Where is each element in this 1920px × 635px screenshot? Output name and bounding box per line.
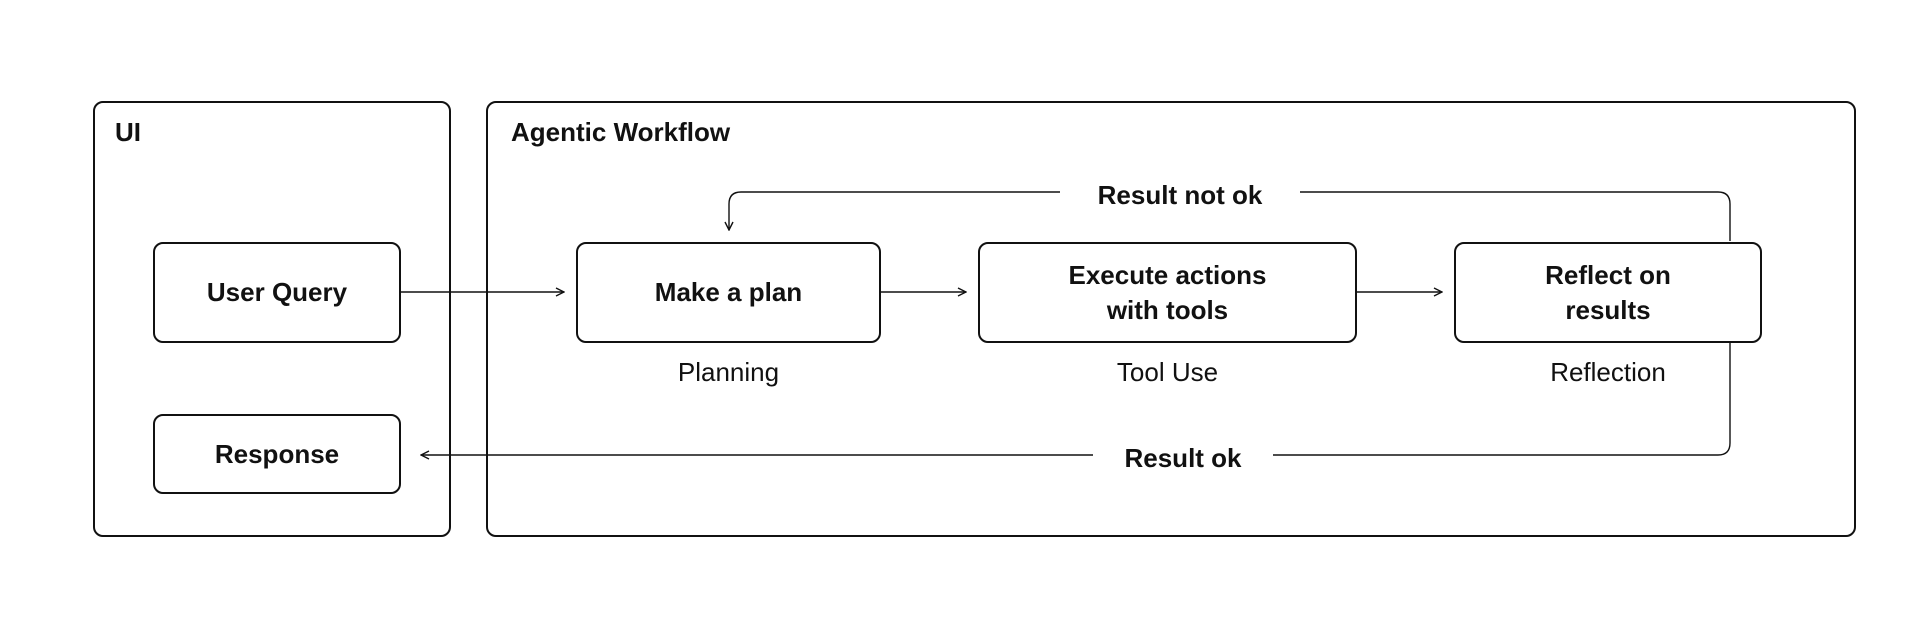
user-query-node: User Query [153,242,401,343]
execute-actions-node: Execute actions with tools [978,242,1357,343]
agentic-workflow-title: Agentic Workflow [511,117,731,147]
make-plan-node: Make a plan [576,242,881,343]
reflect-label: Reflect on results [1545,259,1671,325]
result-ok-label: Result ok [1093,445,1273,471]
response-node: Response [153,414,401,494]
tool-use-caption: Tool Use [1116,357,1219,387]
ui-panel [93,101,451,537]
planning-caption: Planning [677,357,780,387]
agentic-workflow-panel [486,101,1856,537]
execute-actions-label: Execute actions with tools [1068,259,1267,325]
user-query-label: User Query [206,277,348,307]
make-plan-label: Make a plan [654,277,803,307]
reflect-node: Reflect on results [1454,242,1762,343]
ui-panel-title: UI [115,117,141,147]
result-not-ok-label: Result not ok [1060,182,1300,208]
response-label: Response [214,438,340,469]
reflection-caption: Reflection [1550,357,1666,387]
